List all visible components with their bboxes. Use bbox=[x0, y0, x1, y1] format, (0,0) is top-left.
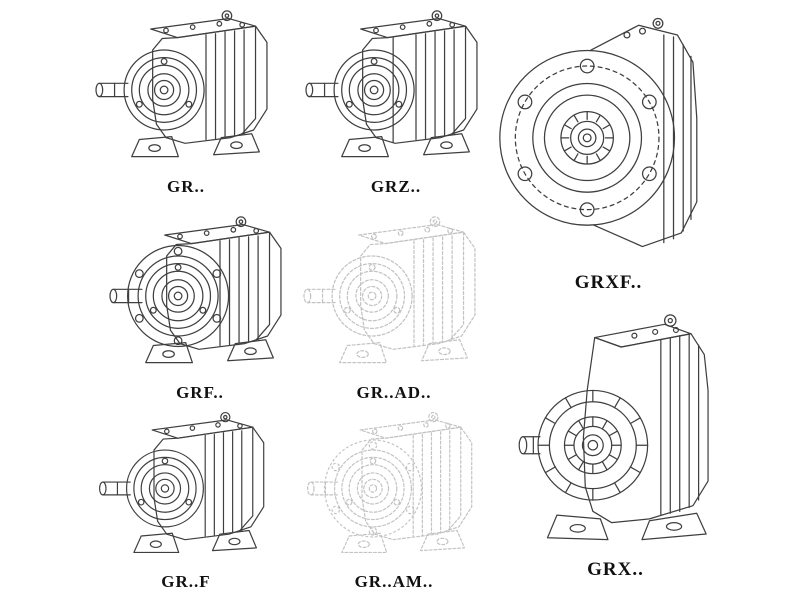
figure-gram: GR..AM.. bbox=[294, 408, 494, 592]
gearbox-grz-drawing bbox=[296, 6, 496, 173]
gearbox-grx-label: GRX.. bbox=[587, 559, 644, 580]
figure-grxf: GRXF.. bbox=[496, 2, 721, 294]
figure-grx: GRX.. bbox=[498, 296, 733, 581]
gearbox-gram-drawing bbox=[294, 408, 494, 568]
gearbox-grxf-label: GRXF.. bbox=[574, 272, 643, 293]
figure-grad: GR..AD.. bbox=[294, 212, 494, 403]
figure-grdotf: GR..F bbox=[86, 408, 286, 592]
gearbox-gr-drawing bbox=[86, 6, 286, 173]
gearbox-grf-drawing bbox=[100, 212, 300, 379]
gearbox-grf-label: GRF.. bbox=[176, 383, 224, 402]
gearbox-grz-label: GRZ.. bbox=[370, 177, 422, 196]
gearbox-grad-label: GR..AD.. bbox=[356, 383, 432, 402]
gearbox-grdotf-drawing bbox=[86, 408, 286, 568]
gearbox-grdotf-label: GR..F bbox=[161, 572, 211, 591]
gearbox-grx-drawing bbox=[498, 296, 733, 551]
figure-gr: GR.. bbox=[86, 6, 286, 197]
gearbox-grxf-drawing bbox=[496, 2, 721, 264]
gearbox-grad-drawing bbox=[294, 212, 494, 379]
figure-grz: GRZ.. bbox=[296, 6, 496, 197]
gearbox-gr-label: GR.. bbox=[167, 177, 205, 196]
gearbox-gram-label: GR..AM.. bbox=[354, 572, 434, 591]
figure-grf: GRF.. bbox=[100, 212, 300, 403]
